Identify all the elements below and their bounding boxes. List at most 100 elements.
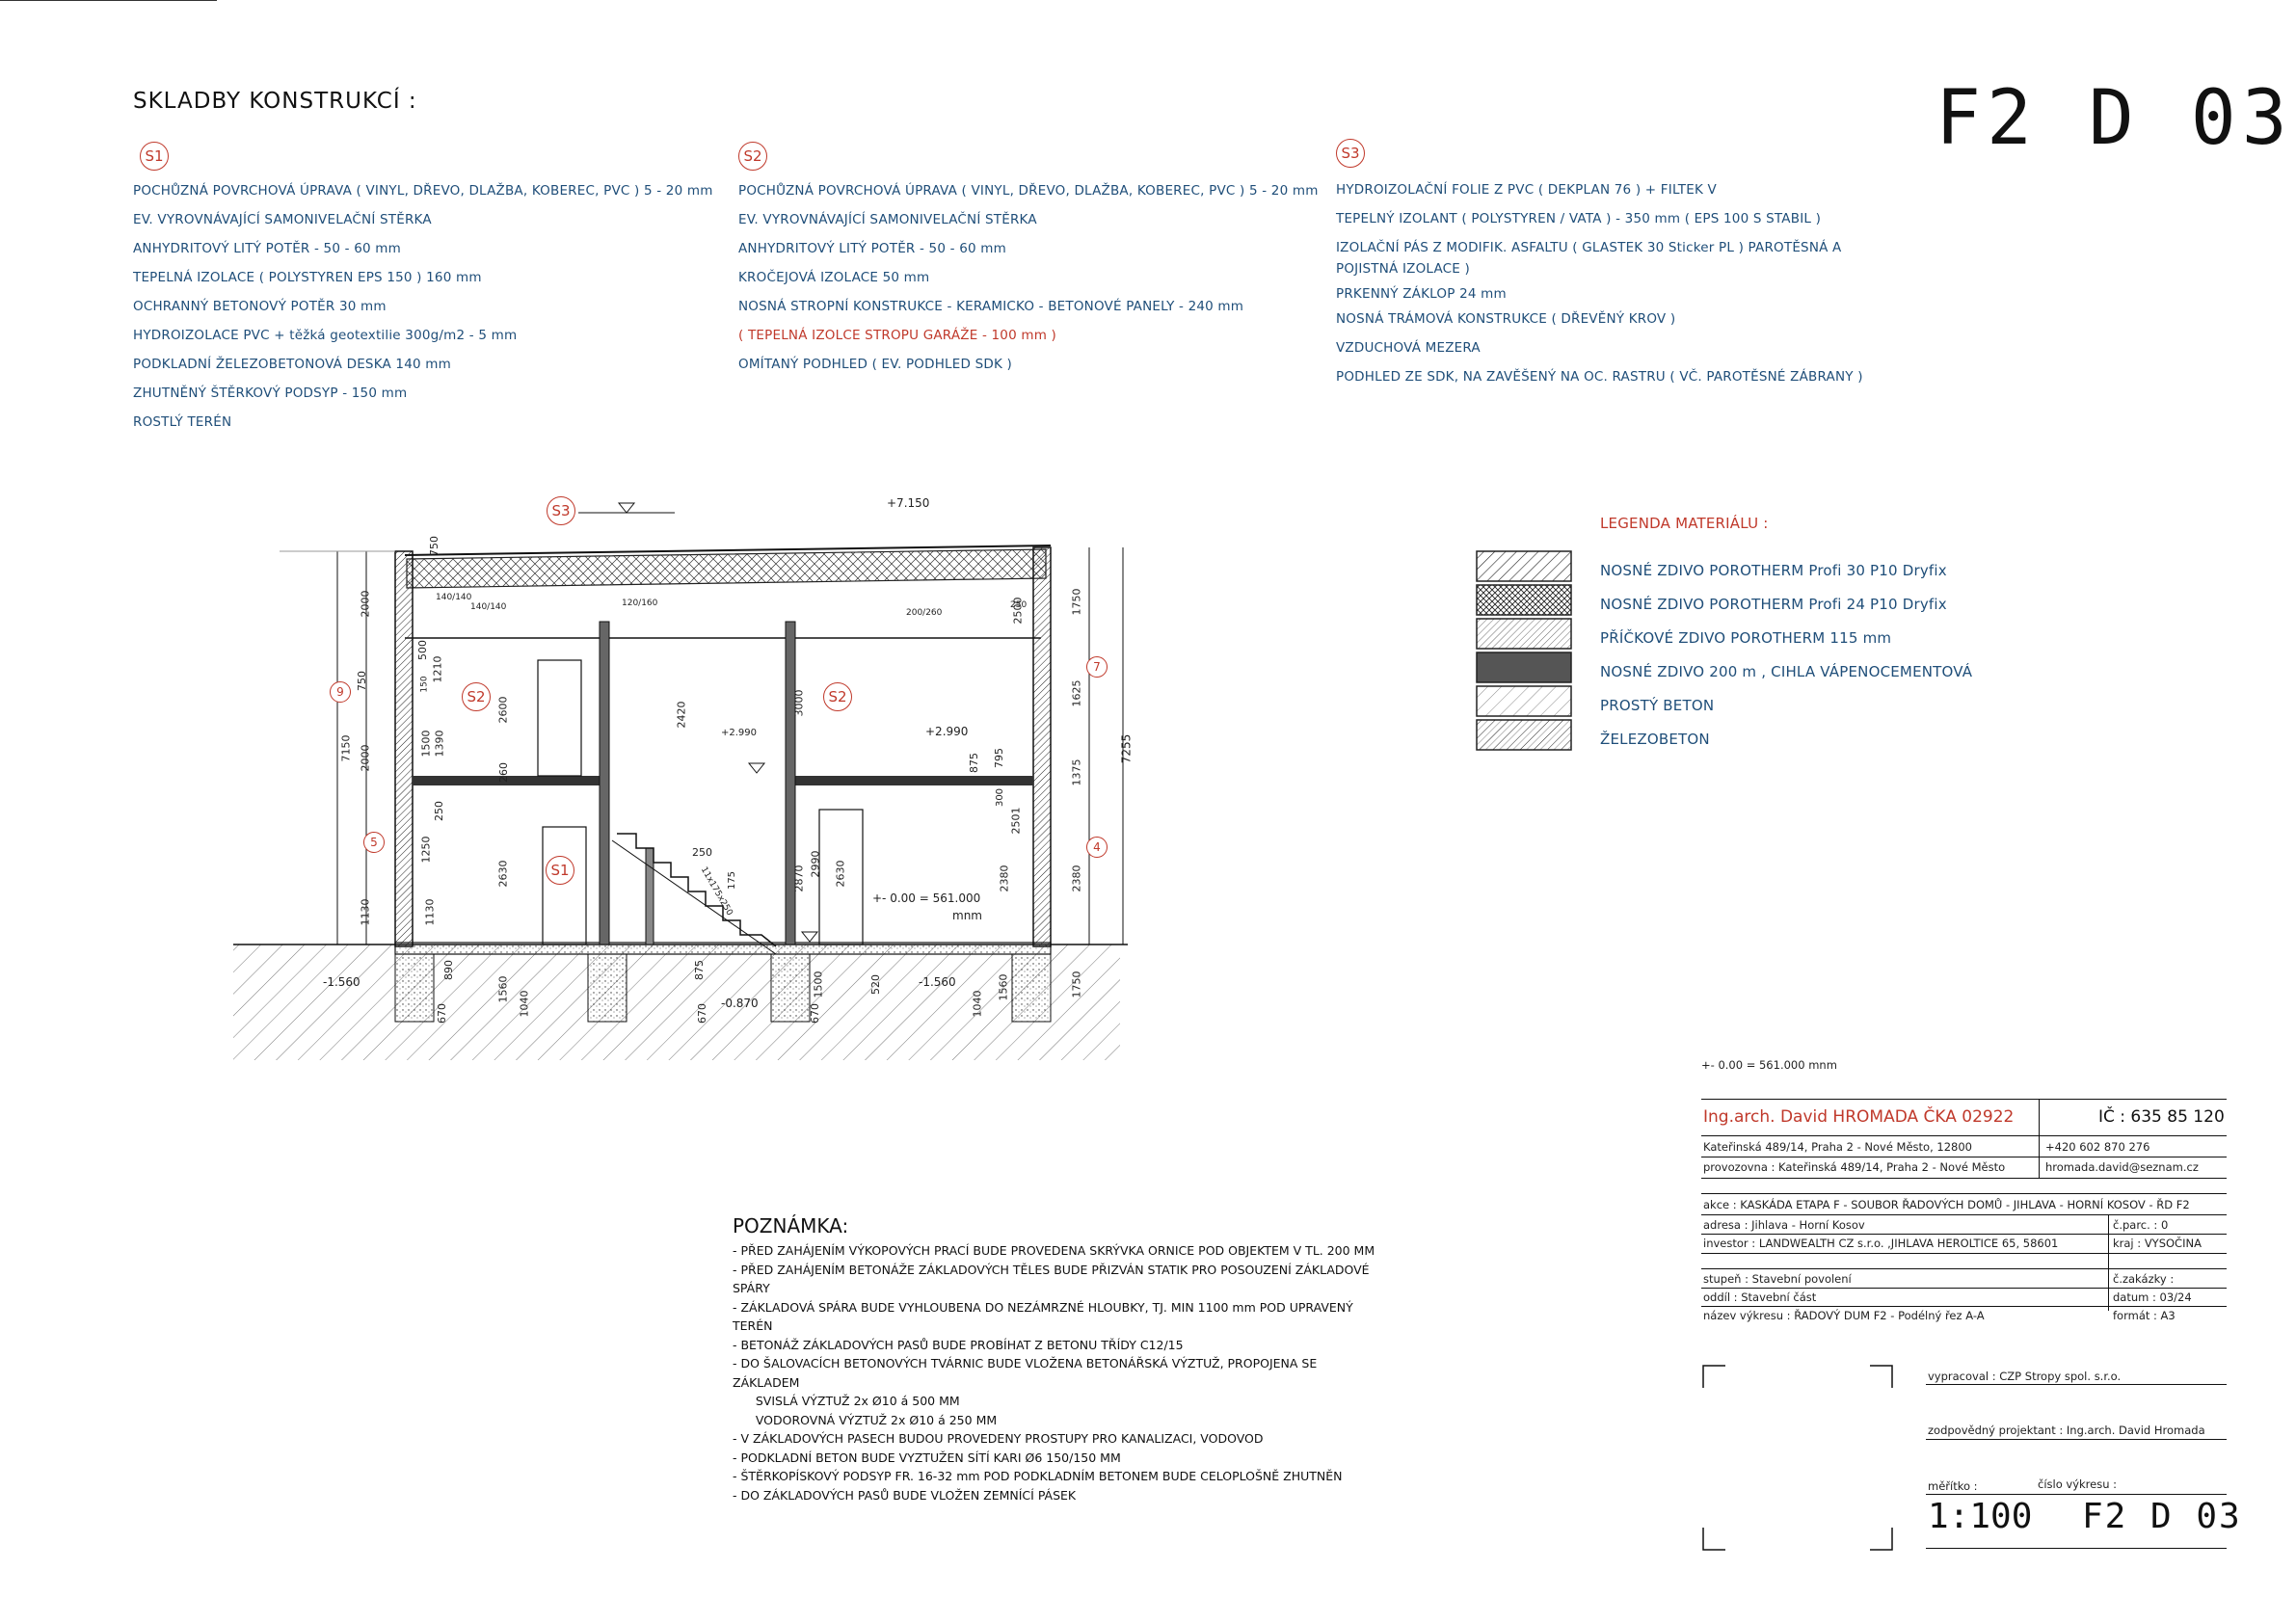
tb-divider — [2039, 1099, 2040, 1178]
dim: 2600 — [496, 696, 510, 724]
tb-line — [1701, 1135, 2227, 1136]
legend-item: NOSNÉ ZDIVO POROTHERM Profi 24 P10 Dryfi… — [1600, 596, 1947, 613]
dim-small: 140/140 — [470, 602, 507, 612]
note-line: SVISLÁ VÝZTUŽ 2x Ø10 á 500 MM — [733, 1394, 960, 1408]
s3-layer: IZOLAČNÍ PÁS Z MODIFIK. ASFALTU ( GLASTE… — [1336, 240, 1842, 255]
dim-small: 200/260 — [906, 608, 943, 618]
dim: 670 — [436, 1003, 448, 1024]
s2-layer: KROČEJOVÁ IZOLACE 50 mm — [738, 270, 930, 285]
roof-insulation — [406, 548, 1047, 589]
dim: 1040 — [971, 990, 984, 1018]
prepared-by: vypracoval : CZP Stropy spol. s.r.o. — [1928, 1370, 2122, 1383]
stamp-area — [1702, 1365, 1893, 1551]
legend-swatches — [1476, 550, 1572, 751]
top-edge-line — [0, 0, 217, 1]
parcel-number: č.parc. : 0 — [2113, 1218, 2169, 1232]
responsible-designer: zodpovědný projektant : Ing.arch. David … — [1928, 1423, 2205, 1437]
legend-swatch-limestone-brick — [1476, 652, 1572, 683]
level-foundation-mid: -0.870 — [721, 997, 759, 1010]
note-line: - PŘED ZAHÁJENÍM BETONÁŽE ZÁKLADOVÝCH TĚ… — [733, 1262, 1370, 1277]
legend-items: NOSNÉ ZDIVO POROTHERM Profi 30 P10 Dryfi… — [1600, 562, 1972, 764]
notes-list: - PŘED ZAHÁJENÍM VÝKOPOVÝCH PRACÍ BUDE P… — [733, 1243, 1375, 1506]
dim: 1130 — [359, 898, 372, 926]
dim: 2630 — [834, 860, 847, 888]
s1-layers: POCHŮZNÁ POVRCHOVÁ ÚPRAVA ( VINYL, DŘEVO… — [133, 183, 713, 443]
note-line: ZÁKLADEM — [733, 1374, 800, 1390]
note-line: TERÉN — [733, 1318, 773, 1333]
note-line: - V ZÁKLADOVÝCH PASECH BUDOU PROVEDENY P… — [733, 1431, 1264, 1446]
legend-item: NOSNÉ ZDIVO 200 m , CIHLA VÁPENOCEMENTOV… — [1600, 663, 1973, 680]
note-line: - DO ŠALOVACÍCH BETONOVÝCH TVÁRNIC BUDE … — [733, 1356, 1318, 1370]
dim: 1040 — [518, 990, 531, 1018]
s2-layer: POCHŮZNÁ POVRCHOVÁ ÚPRAVA ( VINYL, DŘEVO… — [738, 183, 1319, 199]
roof-line — [404, 545, 1052, 556]
tb-line — [1701, 1253, 2227, 1254]
section-tag-s2b: S2 — [823, 682, 852, 711]
dim: 2000 — [359, 590, 372, 618]
dim: 150 — [419, 676, 430, 693]
legend-title: LEGENDA MATERIÁLU : — [1600, 515, 1769, 532]
s3-layer: TEPELNÝ IZOLANT ( POLYSTYREN / VATA ) - … — [1336, 211, 1822, 226]
floor-slab-2-left — [413, 776, 601, 785]
dim: 670 — [696, 1003, 708, 1024]
s1-tag: S1 — [140, 142, 169, 171]
s2-layer: OMÍTANÝ PODHLED ( EV. PODHLED SDK ) — [738, 357, 1012, 372]
dim: 1250 — [419, 836, 433, 864]
level-top: +7.150 — [887, 496, 930, 510]
s1-layer: HYDROIZOLACE PVC + těžká geotextilie 300… — [133, 328, 518, 343]
dim: 1130 — [423, 898, 437, 926]
order-number: č.zakázky : — [2113, 1272, 2175, 1286]
tb-line — [1926, 1548, 2227, 1549]
architect-email: hromada.david@seznam.cz — [2045, 1160, 2199, 1174]
s2-layer: NOSNÁ STROPNÍ KONSTRUKCE - KERAMICKO - B… — [738, 299, 1244, 314]
dim-small: 120/160 — [622, 599, 658, 608]
dim: 500 — [416, 640, 429, 660]
foundation-right — [1011, 953, 1052, 1023]
drawing-number: F2 D 03 — [2082, 1497, 2242, 1536]
wall-right — [1032, 546, 1052, 947]
level-zero-marker — [800, 931, 819, 943]
dim: 250 — [433, 801, 445, 821]
dim-small: 250 — [1010, 600, 1028, 610]
dim: 250 — [692, 846, 712, 859]
project-stage: stupeň : Stavební povolení — [1703, 1272, 1852, 1286]
sheet-code: F2 D 03 — [1936, 75, 2293, 162]
scale-label: měřítko : — [1928, 1479, 1978, 1493]
dim: 2380 — [998, 865, 1011, 892]
dim: 1500 — [812, 971, 825, 998]
architect-name: Ing.arch. David HROMADA ČKA 02922 — [1703, 1107, 2015, 1127]
investor: investor : LANDWEALTH CZ s.r.o. ,JIHLAVA… — [1703, 1237, 2059, 1250]
level-foundation-left: -1.560 — [323, 975, 360, 989]
dim: 300 — [995, 787, 1006, 808]
s1-layer: TEPELNÁ IZOLACE ( POLYSTYREN EPS 150 ) 1… — [133, 270, 482, 285]
site-address: adresa : Jihlava - Horní Kosov — [1703, 1218, 1865, 1232]
dim: 1210 — [431, 655, 444, 683]
tb-line — [1701, 1306, 2227, 1307]
tb-line — [1701, 1214, 2227, 1215]
foundation-left — [394, 953, 435, 1023]
stair-stringer — [611, 839, 777, 955]
architect-phone: +420 602 870 276 — [2045, 1140, 2150, 1154]
dim: 2380 — [1070, 865, 1083, 892]
tb-line — [1926, 1384, 2227, 1385]
legend-item: PROSTÝ BETON — [1600, 697, 1715, 714]
soil-hatch — [233, 945, 1120, 1060]
dim: 750 — [428, 536, 441, 556]
tb-line — [1926, 1494, 2227, 1495]
tb-line — [1926, 1439, 2227, 1440]
dim: 875 — [968, 753, 980, 773]
dim: 890 — [442, 960, 455, 980]
inner-wall-3 — [645, 847, 654, 945]
legend-swatch-profi24 — [1476, 584, 1572, 616]
s1-layer: EV. VYROVNÁVAJÍCÍ SAMONIVELAČNÍ STĚRKA — [133, 212, 432, 227]
dim: 2501 — [1009, 807, 1023, 835]
legend-swatch-plain-concrete — [1476, 685, 1572, 717]
architect-address: Kateřinská 489/14, Praha 2 - Nové Město,… — [1703, 1140, 1972, 1154]
s2-layers: POCHŮZNÁ POVRCHOVÁ ÚPRAVA ( VINYL, DŘEVO… — [738, 183, 1319, 386]
legend-swatch-profi30 — [1476, 550, 1572, 582]
project-part: oddíl : Stavební část — [1703, 1290, 1817, 1304]
reference-level: +- 0.00 = 561.000 mnm — [1701, 1058, 1837, 1072]
axis-4: 4 — [1086, 837, 1108, 858]
note-line: - ŠTĚRKOPÍSKOVÝ PODSYP FR. 16-32 mm POD … — [733, 1469, 1343, 1483]
tb-line — [1701, 1288, 2227, 1289]
